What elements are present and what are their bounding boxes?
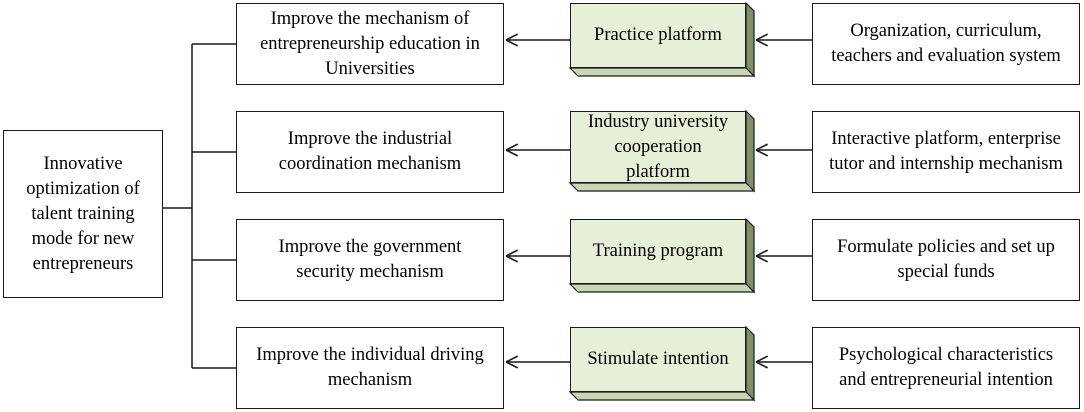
mechanism-box-individual: Improve the individual driving mechanism <box>236 327 504 409</box>
source-label: Psychological characteristics and entrep… <box>838 345 1054 390</box>
platform-side-face <box>745 217 755 294</box>
mechanism-label: Improve the government security mechanis… <box>278 237 462 282</box>
platform-bottom-face <box>568 283 756 293</box>
mechanism-box-education: Improve the mechanism of entrepreneurshi… <box>236 3 504 85</box>
platform-box-industry-university: Industry university cooperation platform <box>570 111 746 183</box>
source-label: Organization, curriculum, teachers and e… <box>831 21 1061 66</box>
mechanism-box-industrial: Improve the industrial coordination mech… <box>236 111 504 193</box>
platform-label: Training program <box>592 241 724 261</box>
platform-box-training: Training program <box>570 219 746 284</box>
platform-side-face <box>745 109 755 193</box>
source-box-psychological: Psychological characteristics and entrep… <box>812 327 1080 409</box>
source-box-organization: Organization, curriculum, teachers and e… <box>812 3 1080 85</box>
root-label: Innovative optimization of talent traini… <box>26 153 140 274</box>
source-box-interactive: Interactive platform, enterprise tutor a… <box>812 111 1080 193</box>
platform-label: Industry university cooperation platform <box>587 111 729 182</box>
platform-side-face <box>745 1 755 78</box>
source-box-policies: Formulate policies and set up special fu… <box>812 219 1080 301</box>
source-label: Interactive platform, enterprise tutor a… <box>829 129 1063 174</box>
mechanism-label: Improve the mechanism of entrepreneurshi… <box>260 8 480 79</box>
platform-label: Practice platform <box>594 25 722 45</box>
root-box: Innovative optimization of talent traini… <box>3 130 163 298</box>
platform-side-face <box>745 325 755 402</box>
mechanism-box-government: Improve the government security mechanis… <box>236 219 504 301</box>
platform-bottom-face <box>568 391 756 401</box>
mechanism-label: Improve the individual driving mechanism <box>256 345 484 390</box>
platform-box-practice: Practice platform <box>570 3 746 68</box>
platform-box-stimulate: Stimulate intention <box>570 327 746 392</box>
platform-bottom-face <box>568 67 756 77</box>
platform-bottom-face <box>568 182 756 192</box>
source-label: Formulate policies and set up special fu… <box>837 237 1055 282</box>
platform-label: Stimulate intention <box>587 349 729 369</box>
mechanism-label: Improve the industrial coordination mech… <box>278 129 462 174</box>
